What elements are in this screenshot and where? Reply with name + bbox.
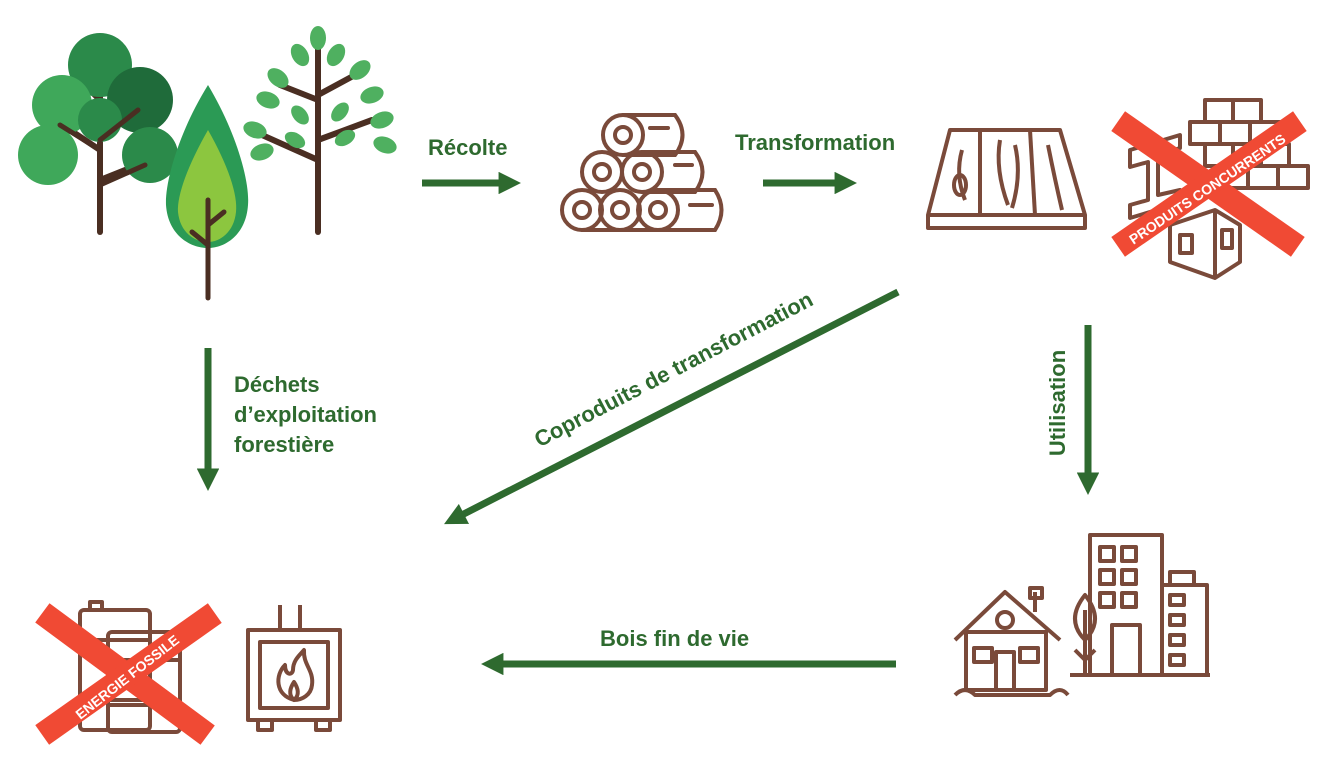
label-forest-waste-2: d’exploitation [234, 402, 377, 427]
houses-buildings-icon [953, 533, 1210, 697]
wood-stove-icon [246, 605, 342, 732]
label-transformation: Transformation [735, 130, 895, 155]
wood-planks-icon [926, 128, 1087, 230]
trees-icon [18, 26, 397, 301]
arrow-coproducts [444, 288, 900, 525]
label-forest-waste-3: forestière [234, 432, 334, 457]
label-end-of-life: Bois fin de vie [600, 626, 749, 651]
fossil-energy-cross: ENERGIE FOSSILE [35, 603, 222, 745]
label-harvest: Récolte [428, 135, 507, 160]
label-forest-waste-1: Déchets [234, 372, 320, 397]
label-usage: Utilisation [1045, 350, 1070, 456]
logs-icon [560, 113, 724, 232]
label-coproducts: Coproduits de transformation [530, 287, 817, 453]
